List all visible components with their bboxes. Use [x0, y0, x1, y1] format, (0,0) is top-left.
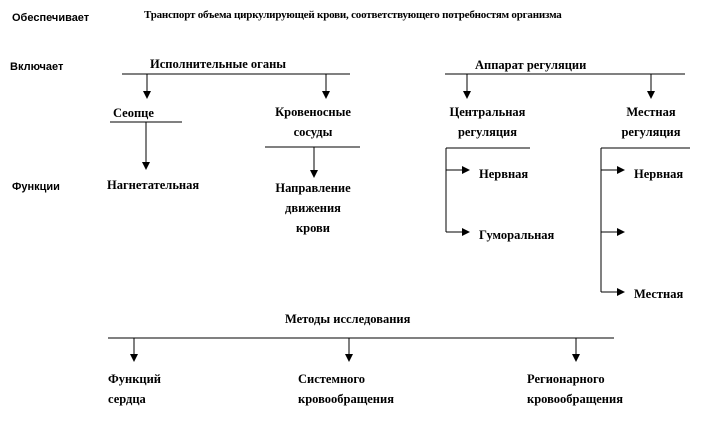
- method-3-line-1: Регионарного: [527, 372, 605, 386]
- heart-function: Нагнетательная: [107, 178, 200, 192]
- arrow-to-m2-head: [345, 354, 353, 362]
- local-regulation-label: Местная регуляция: [596, 105, 706, 140]
- vessels-function: Направление движения крови: [262, 178, 364, 238]
- methods-title: Методы исследования: [285, 312, 411, 326]
- heart-label: Сеопце: [113, 106, 154, 120]
- central-regulation-label: Центральная регуляция: [430, 105, 545, 140]
- central-label-line-1: Центральная: [449, 105, 526, 119]
- central-label-line-2: регуляция: [457, 125, 518, 139]
- method-2-line-1: Системного: [298, 372, 366, 386]
- vessels-label: Кровеносные сосуды: [262, 105, 364, 140]
- method-3-line-2: кровообращения: [527, 392, 623, 406]
- vessels-label-line-2: сосуды: [293, 125, 333, 139]
- local-nervous: Нервная: [634, 167, 684, 181]
- vessels-label-line-1: Кровеносные: [275, 105, 351, 119]
- arrow-local-local-head: [617, 288, 625, 296]
- arrow-local-nervous-head: [617, 166, 625, 174]
- provides-text: Транспорт объема циркулирующей крови, со…: [144, 9, 562, 21]
- arrow-to-central-head: [463, 91, 471, 99]
- row-label-functions: Функции: [12, 181, 60, 193]
- central-humoral: Гуморальная: [479, 228, 555, 242]
- local-local: Местная: [634, 287, 684, 301]
- executive-organs-title: Исполнительные оганы: [150, 57, 287, 71]
- local-label-line-1: Местная: [626, 105, 676, 119]
- row-label-includes: Включает: [10, 61, 64, 73]
- arrow-central-nervous-head: [462, 166, 470, 174]
- central-nervous: Нервная: [479, 167, 529, 181]
- arrow-to-m1-head: [130, 354, 138, 362]
- method-regional-circulation: Регионарного кровообращения: [527, 369, 623, 409]
- arrow-to-direction-head: [310, 170, 318, 178]
- vessels-function-line-1: Направление: [275, 181, 351, 195]
- arrow-central-humoral-head: [462, 228, 470, 236]
- method-1-line-1: Функций: [108, 372, 161, 386]
- local-label-line-2: регуляция: [621, 125, 681, 139]
- method-systemic-circulation: Системного кровообращения: [298, 369, 394, 409]
- method-1-line-2: сердца: [108, 392, 146, 406]
- arrow-to-local-head: [647, 91, 655, 99]
- method-2-line-2: кровообращения: [298, 392, 394, 406]
- arrow-to-vessels-head: [322, 91, 330, 99]
- arrow-to-heart-head: [143, 91, 151, 99]
- regulation-title: Аппарат регуляции: [475, 58, 587, 72]
- arrow-to-m3-head: [572, 354, 580, 362]
- row-label-provides: Обеспечивает: [12, 12, 90, 24]
- arrow-local-middle-head: [617, 228, 625, 236]
- method-heart-function: Функций сердца: [108, 369, 161, 409]
- vessels-function-line-3: крови: [295, 221, 331, 235]
- arrow-to-pumping-head: [142, 162, 150, 170]
- vessels-function-line-2: движения: [285, 201, 341, 215]
